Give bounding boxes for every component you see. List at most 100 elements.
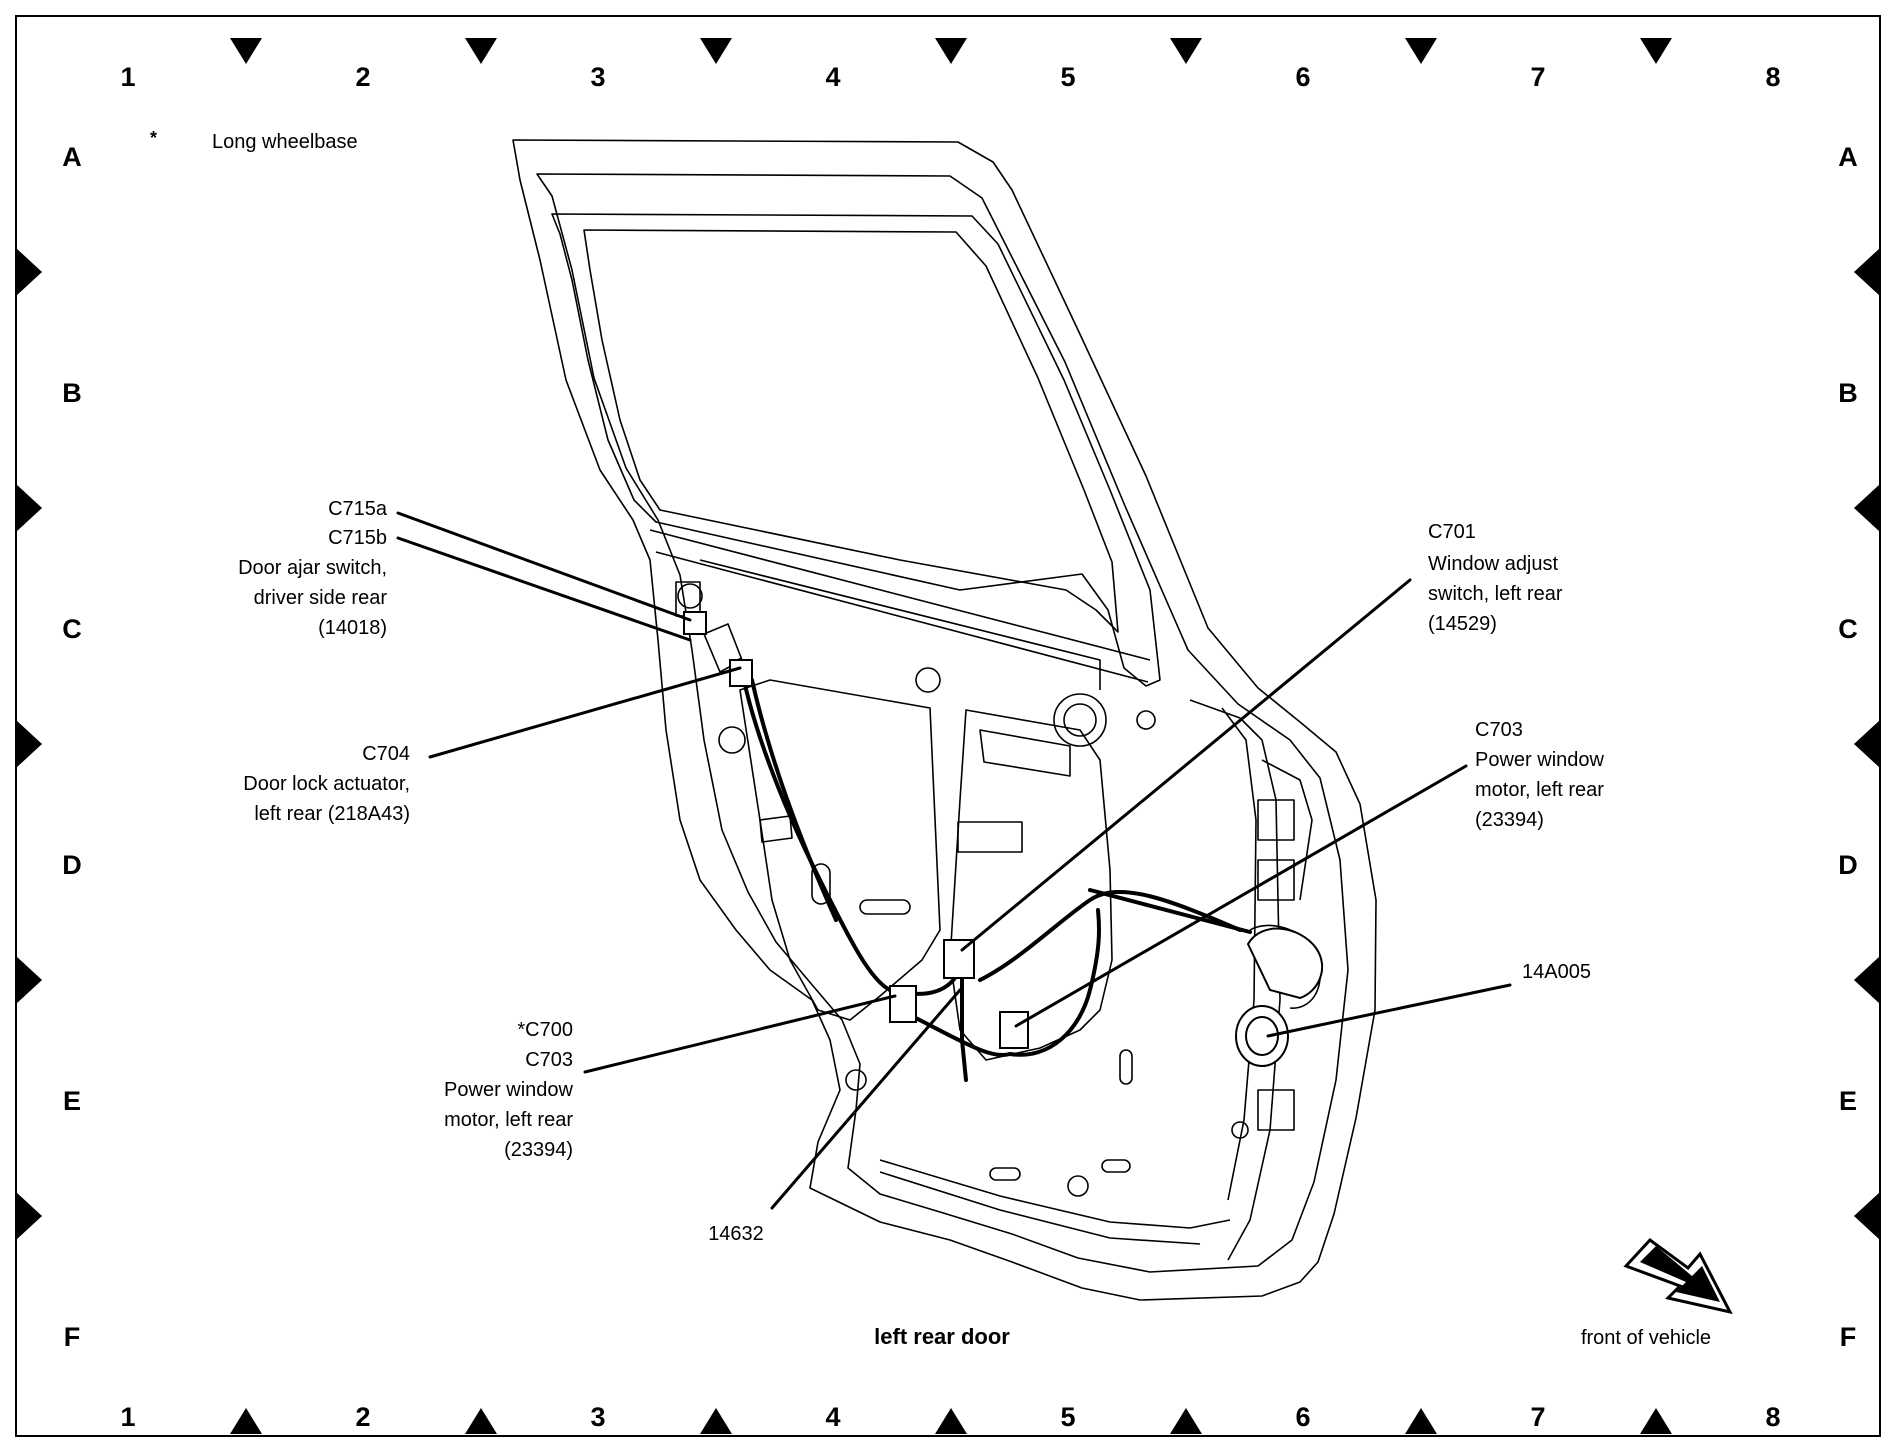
regulator-panel: [949, 709, 1113, 1061]
grid-tick-marker: [1170, 38, 1202, 64]
harness-branch-lock-2: [750, 678, 838, 922]
grid-tick-marker: [1854, 720, 1880, 768]
label-window-switch-line1: Window adjust: [1428, 553, 1559, 575]
grid-col-label: 1: [120, 62, 135, 92]
label-c703-right: C703: [1475, 719, 1523, 741]
grid-row-label: B: [62, 378, 82, 408]
window-motor-connector: [999, 1011, 1029, 1049]
grid-col-label: 3: [590, 1402, 605, 1432]
slot-hole: [859, 899, 911, 915]
slot-hole: [811, 863, 831, 905]
grid-col-label: 3: [590, 62, 605, 92]
label-door-ajar-line2: driver side rear: [254, 587, 388, 609]
leader-c700: [583, 994, 897, 1074]
window-opening: [583, 229, 1119, 633]
grid-tick-marker: [465, 1408, 497, 1434]
connectors: [683, 611, 1029, 1049]
label-window-motor-left-line2: motor, left rear: [444, 1109, 573, 1131]
diagram-title: left rear door: [874, 1324, 1010, 1349]
slot-hole: [1101, 1159, 1131, 1173]
belt-line: [649, 529, 1151, 661]
grid-tick-marker: [935, 38, 967, 64]
label-window-switch-partno: (14529): [1428, 613, 1497, 635]
hinge-pillar-inner: [1221, 707, 1257, 1201]
mounting-hole: [677, 583, 703, 609]
label-c704: C704: [362, 743, 410, 765]
c700-connector: [889, 985, 917, 1023]
grid-tick-marker: [16, 484, 42, 532]
inner-panel-recess: [739, 679, 941, 1021]
grid-tick-marker: [935, 1408, 967, 1434]
access-hole: [957, 821, 1023, 853]
label-14a005: 14A005: [1522, 961, 1591, 983]
grid-columns-top: 1 2 3 4 5 6 7 8: [120, 38, 1781, 92]
grid-tick-marker: [16, 720, 42, 768]
front-arrow-icon: [1623, 1237, 1733, 1315]
door-lock-connector: [729, 659, 753, 687]
grid-tick-marker: [1854, 1192, 1880, 1240]
window-frame-outer: [551, 213, 1161, 687]
grid-row-label: E: [1839, 1086, 1857, 1116]
door-illustration: [512, 139, 1377, 1301]
label-c701: C701: [1428, 521, 1476, 543]
mounting-hole: [1067, 1175, 1089, 1197]
label-door-lock-line2: left rear (218A43): [254, 803, 410, 825]
harness-main-run: [978, 890, 1242, 982]
harness-drop: [960, 970, 968, 1082]
speaker-hole-inner: [1063, 703, 1097, 737]
leader-14a005: [1266, 983, 1512, 1038]
mounting-hole: [845, 1069, 867, 1091]
grid-tick-marker: [1640, 38, 1672, 64]
belt-line-inner: [655, 551, 1149, 683]
door-inner-outline: [536, 173, 1349, 1273]
frame-border: [15, 15, 1881, 1437]
door-ajar-connector: [683, 611, 707, 635]
grid-col-label: 7: [1530, 62, 1545, 92]
slot-hole: [1119, 1049, 1133, 1085]
leader-c703-motor: [1014, 764, 1468, 1028]
grid-tick-marker: [1854, 484, 1880, 532]
harness-window-motor: [898, 1008, 1012, 1057]
label-c715a: C715a: [328, 498, 388, 520]
grid-tick-marker: [465, 38, 497, 64]
grid-tick-marker: [1854, 956, 1880, 1004]
lower-flange: [879, 1159, 1231, 1229]
grid-row-label: A: [62, 142, 82, 172]
label-14632: 14632: [708, 1223, 764, 1245]
grid-rows-right: A B C D E F: [1838, 142, 1880, 1352]
harness-branch-lock: [738, 658, 892, 992]
legend-marker: *: [150, 128, 157, 148]
grid-row-label: D: [62, 850, 82, 880]
grid-row-label: D: [1838, 850, 1858, 880]
grid-row-label: C: [62, 614, 82, 644]
grid-row-label: B: [1838, 378, 1858, 408]
grid-tick-marker: [230, 38, 262, 64]
label-door-ajar-line1: Door ajar switch,: [238, 557, 387, 579]
legend-text: Long wheelbase: [212, 131, 358, 153]
grid-col-label: 2: [355, 1402, 370, 1432]
door-outline: [512, 139, 1377, 1301]
grid-tick-marker: [1405, 1408, 1437, 1434]
mounting-hole: [718, 726, 746, 754]
leader-c715a: [396, 511, 692, 622]
label-window-motor-right-line2: motor, left rear: [1475, 779, 1604, 801]
grid-row-label: F: [64, 1322, 81, 1352]
regulator-bracket: [979, 729, 1071, 777]
grid-row-label: F: [1840, 1322, 1857, 1352]
grid-col-label: 6: [1295, 62, 1310, 92]
grid-col-label: 4: [825, 1402, 840, 1432]
lock-rod-clip: [759, 815, 793, 843]
grommet-boot: [1246, 927, 1324, 1000]
callout-labels: C715a C715b Door ajar switch, driver sid…: [238, 498, 1604, 1245]
hinge-cutout: [1257, 799, 1295, 841]
leader-14632: [770, 988, 962, 1210]
grid-tick-marker: [1640, 1408, 1672, 1434]
grid-col-label: 2: [355, 62, 370, 92]
grid-col-label: 4: [825, 62, 840, 92]
harness-to-grommet: [1088, 888, 1252, 934]
leader-c715b: [396, 536, 692, 642]
label-door-lock-line1: Door lock actuator,: [243, 773, 410, 795]
harness-grommet: [1235, 927, 1324, 1067]
grid-col-label: 6: [1295, 1402, 1310, 1432]
